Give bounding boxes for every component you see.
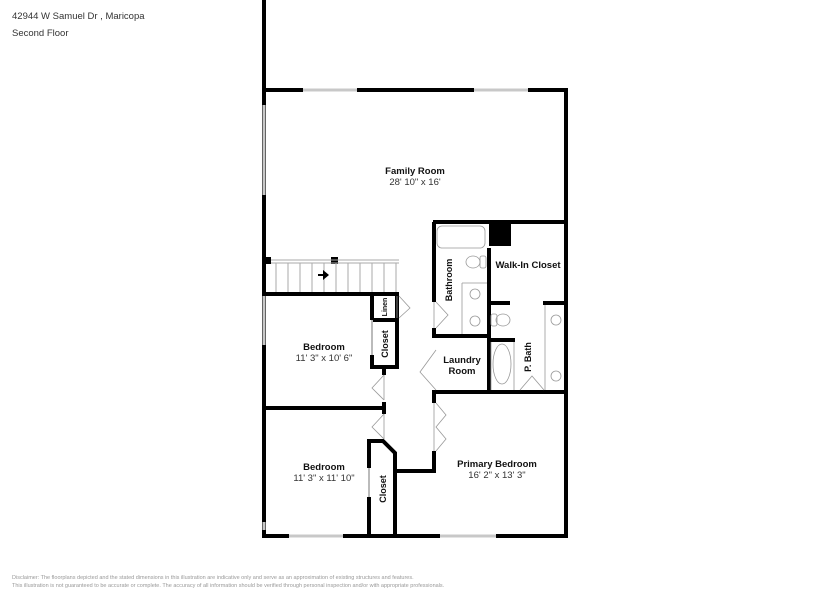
room-label-closet-2: Closet — [378, 475, 388, 503]
room-label-laundry-line2: Room — [449, 366, 476, 377]
staircase — [271, 259, 399, 292]
windows — [262, 88, 528, 538]
room-label-linen: Linen — [382, 298, 389, 317]
room-dims-bedroom-1: 11' 3" x 10' 6" — [296, 353, 353, 364]
property-address: 42944 W Samuel Dr , Maricopa — [12, 11, 145, 22]
bath-fixtures — [436, 225, 562, 390]
room-label-bedroom-1: Bedroom — [303, 342, 345, 353]
room-label-bathroom: Bathroom — [444, 259, 454, 302]
room-label-closet-1: Closet — [380, 330, 390, 358]
disclaimer-line-1: Disclaimer: The floorplans depicted and … — [12, 575, 414, 581]
outer-walls — [262, 0, 568, 538]
room-label-bedroom-2: Bedroom — [303, 462, 345, 473]
room-label-walk-in-closet: Walk-In Closet — [495, 260, 561, 271]
room-label-p-bath: P. Bath — [523, 342, 533, 372]
room-dims-bedroom-2: 11' 3" x 11' 10" — [293, 473, 354, 484]
stair-post — [264, 257, 271, 264]
room-label-laundry-line1: Laundry — [443, 355, 481, 366]
disclaimer-line-2: This illustration is not guaranteed to b… — [12, 583, 445, 589]
interior-walls — [262, 220, 568, 538]
stair-direction-arrow-icon — [318, 270, 329, 280]
structural-column — [489, 224, 511, 246]
doors — [368, 295, 545, 497]
floor-label: Second Floor — [12, 28, 69, 39]
room-label-primary-bedroom: Primary Bedroom — [457, 459, 537, 470]
room-dims-primary-bedroom: 16' 2" x 13' 3" — [468, 470, 525, 481]
room-label-family-room: Family Room — [385, 166, 445, 177]
room-dims-family-room: 28' 10" x 16' — [389, 177, 441, 188]
